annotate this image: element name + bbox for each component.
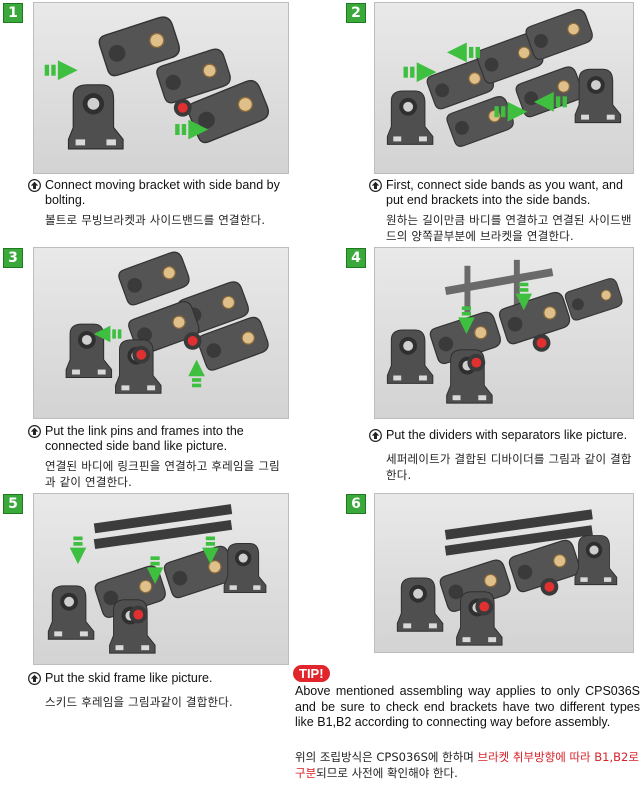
step-1-photo bbox=[33, 2, 289, 174]
step-5-text-ko: 스키드 후레임을 그림과같이 결합한다. bbox=[45, 695, 233, 709]
step-3-text-en: Put the link pins and frames into the co… bbox=[45, 424, 244, 453]
tip-ko-part2: 되므로 사전에 확인해야 한다. bbox=[316, 766, 458, 780]
step-3-text-ko: 연결된 바디에 링크핀을 연결하고 후레임을 그림과 같이 연결한다. bbox=[45, 459, 280, 489]
step-3-photo bbox=[33, 247, 289, 419]
step-5-badge: 5 bbox=[3, 494, 23, 514]
tip-ko-highlight: 브라켓 취부방향에 따라 B1,B2로 구분 bbox=[295, 750, 639, 780]
circled-up-arrow-icon bbox=[28, 672, 41, 685]
step-1-text-ko: 볼트로 무빙브라켓과 사이드밴드를 연결한다. bbox=[45, 213, 266, 227]
step-4-badge: 4 bbox=[346, 248, 366, 268]
step-4-text-ko: 세퍼레이트가 결합된 디바이더를 그림과 같이 결합한다. bbox=[386, 452, 632, 482]
circled-up-arrow-icon bbox=[28, 179, 41, 192]
step-6-photo bbox=[374, 493, 634, 653]
step-2-photo bbox=[374, 2, 634, 174]
step-6-badge: 6 bbox=[346, 494, 366, 514]
step-3-caption: Put the link pins and frames into the co… bbox=[28, 424, 290, 490]
step-2-text-en: First, connect side bands as you want, a… bbox=[386, 178, 623, 207]
step-5-photo bbox=[33, 493, 289, 665]
circled-up-arrow-icon bbox=[28, 425, 41, 438]
tip-text-en: Above mentioned assembling way applies t… bbox=[295, 684, 640, 729]
step-3-illustration bbox=[65, 249, 272, 394]
step-1-text-en: Connect moving bracket with side band by… bbox=[45, 178, 280, 207]
circled-up-arrow-icon bbox=[369, 179, 382, 192]
step-1-illustration bbox=[44, 13, 273, 150]
step-1-badge: 1 bbox=[3, 3, 23, 23]
step-5-illustration bbox=[47, 504, 267, 654]
tip-text-ko: 위의 조립방식은 CPS036S에 한하며 브라켓 취부방향에 따라 B1,B2… bbox=[295, 749, 640, 781]
tip-ko-part1: 위의 조립방식은 CPS036S에 한하며 bbox=[295, 750, 478, 764]
step-4-photo bbox=[374, 247, 634, 419]
step-1-caption: Connect moving bracket with side band by… bbox=[28, 178, 290, 228]
step-5-text-en: Put the skid frame like picture. bbox=[45, 671, 213, 685]
step-4-illustration bbox=[386, 259, 625, 404]
step-2-badge: 2 bbox=[346, 3, 366, 23]
step-2-text-ko: 원하는 길이만큼 바디를 연결하고 연결된 사이드밴드의 양쪽끝부분에 브라켓을… bbox=[386, 213, 632, 243]
step-4-caption: Put the dividers with separators like pi… bbox=[369, 428, 641, 483]
step-2-illustration bbox=[386, 6, 622, 149]
step-5-caption: Put the skid frame like picture. 스키드 후레임… bbox=[28, 671, 290, 710]
step-2-caption: First, connect side bands as you want, a… bbox=[369, 178, 641, 244]
step-4-text-en: Put the dividers with separators like pi… bbox=[386, 428, 628, 442]
circled-up-arrow-icon bbox=[369, 429, 382, 442]
tip-label: TIP! bbox=[293, 665, 330, 682]
step-3-badge: 3 bbox=[3, 248, 23, 268]
step-6-illustration bbox=[396, 509, 618, 646]
